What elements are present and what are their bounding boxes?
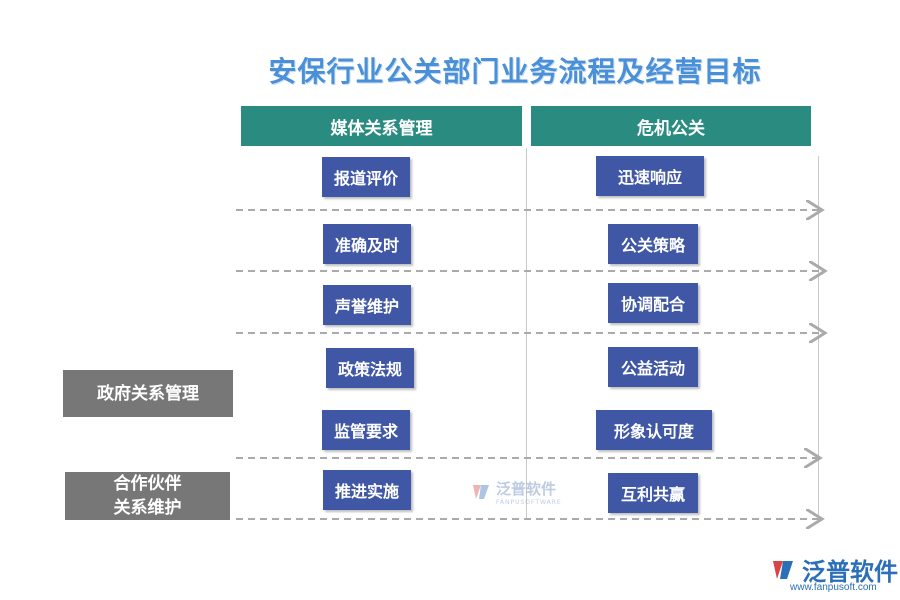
side-label-partner: 合作伙伴 关系维护 [65,472,230,520]
node-regulatory-requirements: 监管要求 [322,410,410,450]
node-public-welfare: 公益活动 [608,347,698,387]
node-policy-regulations: 政策法规 [326,348,414,388]
node-pr-strategy: 公关策略 [608,224,698,264]
side-label-government: 政府关系管理 [63,370,233,417]
watermark-logo-icon [473,485,489,499]
watermark: 泛普软件 FANPUSOFTWARE [470,478,562,506]
watermark-name: 泛普软件 [496,480,557,498]
node-mutual-benefit: 互利共赢 [608,473,698,513]
brand-name: 泛普软件 [802,557,898,586]
brand-logo: 泛普软件 [770,552,898,587]
page-title: 安保行业公关部门业务流程及经营目标 [268,55,762,88]
node-report-evaluation: 报道评价 [322,157,410,197]
node-coordination: 协调配合 [608,283,698,323]
column-header-crisis: 危机公关 [531,106,811,146]
node-rapid-response: 迅速响应 [596,156,704,196]
node-accurate-timely: 准确及时 [323,224,411,264]
node-reputation-maintenance: 声誉维护 [323,285,411,325]
watermark-sub: FANPUSOFTWARE [496,499,562,506]
node-promote-implementation: 推进实施 [323,470,411,510]
column-header-media: 媒体关系管理 [241,106,522,146]
side-label-partner-line1: 合作伙伴 [113,474,182,494]
brand-logo-icon [773,560,793,579]
node-image-recognition: 形象认可度 [596,410,712,450]
side-label-partner-line2: 关系维护 [113,498,182,518]
brand-url: www.fanpusoft.com [790,582,877,593]
